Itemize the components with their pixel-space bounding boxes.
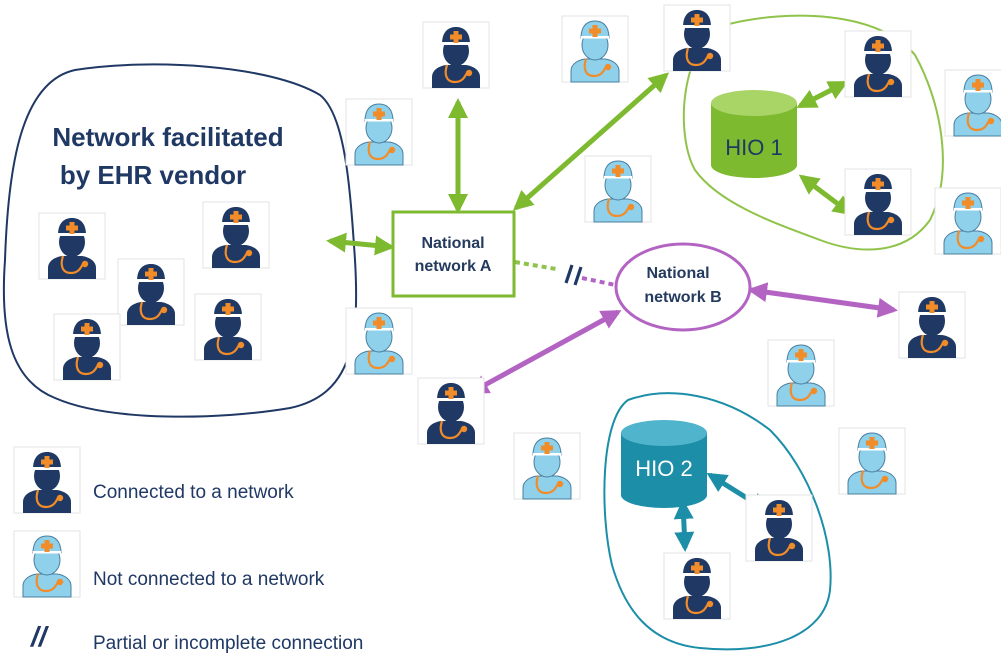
connected-provider-icon bbox=[662, 3, 732, 73]
connected-provider-icon bbox=[843, 29, 913, 99]
ehr-vendor-network-region bbox=[2, 63, 358, 418]
network-a-label-line1: National bbox=[421, 235, 484, 252]
link-a-hio1-doctor bbox=[513, 72, 669, 211]
legend-connected-icon bbox=[12, 445, 82, 515]
legend-unconnected-label: Not connected to a network bbox=[93, 569, 325, 590]
link-hio2-lower-doctor bbox=[673, 499, 695, 552]
national-network-a-box bbox=[391, 210, 516, 298]
unconnected-provider-icon bbox=[512, 431, 582, 501]
unconnected-provider-icon bbox=[837, 426, 907, 496]
partial-break-mark bbox=[564, 264, 583, 286]
unconnected-provider-icon bbox=[933, 186, 1001, 256]
link-a-ehr bbox=[326, 232, 395, 256]
ehr-network-title-line1: Network facilitated bbox=[52, 122, 283, 152]
ehr-network-title-line2: by EHR vendor bbox=[60, 160, 246, 190]
connected-provider-icon bbox=[744, 493, 814, 563]
network-b-label-line1: National bbox=[646, 265, 709, 282]
unconnected-provider-icon bbox=[766, 338, 836, 408]
link-b-right-doctor bbox=[747, 282, 898, 318]
connected-provider-icon bbox=[421, 20, 491, 90]
connected-provider-icon bbox=[843, 167, 913, 237]
legend-connected-label: Connected to a network bbox=[93, 482, 294, 503]
hio1-database-icon bbox=[711, 90, 797, 178]
hio2-network-region bbox=[603, 392, 832, 651]
legend-partial-label: Partial or incomplete connection bbox=[93, 633, 363, 654]
unconnected-provider-icon bbox=[344, 306, 414, 376]
connected-provider-icon bbox=[193, 292, 263, 362]
connected-provider-icon bbox=[662, 551, 732, 621]
connected-provider-icon bbox=[897, 290, 967, 360]
unconnected-provider-icon bbox=[560, 14, 630, 84]
connected-provider-icon bbox=[52, 312, 122, 382]
legend-partial-symbol: // bbox=[29, 621, 50, 652]
hio1-label: HIO 1 bbox=[725, 135, 782, 160]
national-network-b-ellipse bbox=[614, 242, 752, 332]
legend-unconnected-icon bbox=[12, 529, 82, 599]
link-b-lower-doctor bbox=[468, 309, 622, 395]
partial-link-green bbox=[514, 260, 557, 271]
legend: Connected to a network Not connected to … bbox=[12, 445, 363, 654]
connected-provider-icon bbox=[416, 376, 486, 446]
link-hio1-doctor-top bbox=[796, 80, 849, 109]
link-hio1-doctor-bottom bbox=[798, 174, 854, 216]
connected-provider-icon bbox=[37, 211, 107, 281]
network-b-label-line2: network B bbox=[644, 289, 721, 306]
unconnected-provider-icon bbox=[344, 97, 414, 167]
hio2-database-icon bbox=[621, 420, 707, 508]
connected-provider-icon bbox=[201, 200, 271, 270]
connected-provider-icon bbox=[116, 257, 186, 327]
unconnected-provider-icon bbox=[943, 68, 1001, 138]
unconnected-provider-icon bbox=[583, 154, 653, 224]
hio2-label: HIO 2 bbox=[635, 456, 692, 481]
network-a-label-line2: network A bbox=[415, 258, 492, 275]
